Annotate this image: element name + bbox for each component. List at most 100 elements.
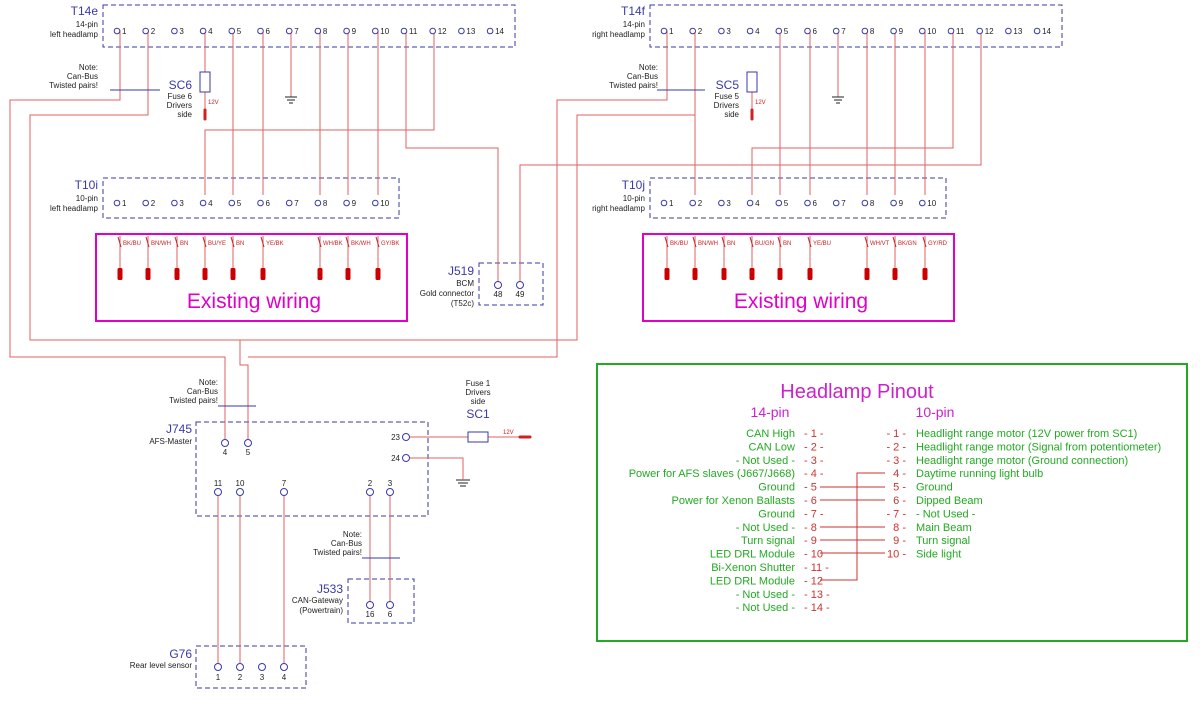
t14f-pin-11 bbox=[947, 27, 955, 35]
existing-wiring-box-left bbox=[95, 233, 408, 322]
t14e-pin-label: 3 bbox=[179, 27, 184, 36]
right-wire-terminal bbox=[807, 268, 813, 280]
pinout-14-num: - 14 - bbox=[804, 602, 830, 614]
t10j-pin-3 bbox=[718, 199, 725, 207]
pinout-14-label: Power for AFS slaves (J667/J668) bbox=[629, 468, 795, 480]
t10i-pin-2 bbox=[142, 199, 149, 207]
j745-pin-label: 3 bbox=[388, 479, 393, 488]
t14e-pin-7 bbox=[285, 27, 293, 35]
t10j-pin-label: 4 bbox=[755, 199, 760, 208]
note-right-1: Note: bbox=[639, 63, 658, 72]
t14e-line2: left headlamp bbox=[50, 30, 99, 39]
t10i-pin-label: 6 bbox=[266, 199, 271, 208]
t10j-pin-10 bbox=[919, 199, 926, 207]
t10i-pin-4 bbox=[199, 199, 207, 207]
t14f-code: T14f bbox=[621, 4, 646, 18]
pinout-col10-heading: 10-pin bbox=[916, 404, 955, 420]
existing-wiring-left-label: Existing wiring bbox=[187, 290, 321, 313]
pinout-10-label: Ground bbox=[916, 482, 953, 494]
t10j-pin-label: 1 bbox=[669, 199, 674, 208]
t10j-pin-4 bbox=[746, 199, 754, 207]
j745-pin-label: 10 bbox=[236, 479, 245, 488]
left-wire-color: GY/BK bbox=[381, 241, 399, 247]
sc1-line3: side bbox=[471, 397, 486, 406]
left-wire-color: BK/WH bbox=[351, 241, 371, 247]
right-wire-color: BN bbox=[727, 241, 735, 247]
right-wire-color: BU/GN bbox=[755, 241, 774, 247]
pinout-10-label: Dipped Beam bbox=[916, 495, 983, 507]
j519-box bbox=[478, 262, 544, 306]
pinout-10-label: - Not Used - bbox=[916, 508, 976, 520]
pinout-10-num: 10 - bbox=[887, 549, 906, 561]
pinout-14-label: Ground bbox=[758, 482, 795, 494]
t14e-pin-label: 6 bbox=[266, 27, 271, 36]
t14e-pin-label: 5 bbox=[237, 27, 242, 36]
t14e-pin-2 bbox=[142, 27, 149, 35]
left-wire-tick bbox=[375, 236, 380, 248]
sc6-fuse-symbol bbox=[199, 71, 211, 93]
left-wire-tick bbox=[174, 236, 179, 248]
t10i-pin-label: 7 bbox=[294, 199, 299, 208]
t10i-pin-5 bbox=[228, 199, 236, 207]
pinout-10-num: 9 - bbox=[893, 535, 906, 547]
j745-box bbox=[195, 421, 429, 517]
right-wire-color: GY/RD bbox=[928, 241, 948, 247]
t10j-line2: right headlamp bbox=[592, 204, 645, 213]
j533-box bbox=[347, 578, 415, 624]
sc1-line1: Fuse 1 bbox=[466, 379, 491, 388]
t14e-pin-label: 4 bbox=[208, 27, 213, 36]
pinout-title: Headlamp Pinout bbox=[780, 381, 934, 403]
t10j-pin-5 bbox=[775, 199, 783, 207]
right-wire-color: WH/VT bbox=[870, 241, 890, 247]
pinout-14-label: LED DRL Module bbox=[710, 575, 795, 587]
pinout-14-num: - 8 bbox=[804, 522, 817, 534]
j745-pin-label: 23 bbox=[391, 433, 400, 442]
t14f-pin-7 bbox=[832, 27, 840, 35]
j519-pin-48 bbox=[494, 281, 502, 289]
right-wire-terminal bbox=[692, 268, 698, 280]
t14f-pin-8 bbox=[861, 27, 869, 35]
t10j-line1: 10-pin bbox=[623, 194, 645, 203]
sc5-fuse-symbol bbox=[746, 71, 758, 93]
sc1-fuse-symbol bbox=[467, 431, 489, 443]
note-j745-1: Note: bbox=[199, 378, 218, 387]
t10i-pin-label: 3 bbox=[179, 199, 184, 208]
sc6-line1: Fuse 6 bbox=[168, 92, 193, 101]
t14e-pin-label: 7 bbox=[294, 27, 299, 36]
j745-pin-23 bbox=[402, 433, 410, 441]
j745-pin-10 bbox=[236, 488, 244, 496]
right-wire-tick bbox=[892, 236, 897, 248]
t10i-line1: 10-pin bbox=[76, 194, 98, 203]
right-wire-terminal bbox=[721, 268, 727, 280]
right-wire-color: BK/BU bbox=[670, 241, 688, 247]
sc6-line3: side bbox=[177, 110, 192, 119]
pinout-box bbox=[596, 363, 1188, 642]
right-wire-color: YE/BU bbox=[813, 241, 831, 247]
t10i-pin-6 bbox=[257, 199, 264, 207]
t14e-pin-3 bbox=[171, 27, 178, 35]
t10j-pin-label: 8 bbox=[870, 199, 875, 208]
t14f-pin-9 bbox=[890, 27, 897, 35]
j533-line2: (Powertrain) bbox=[299, 606, 343, 615]
note-j745-2: Can-Bus bbox=[187, 387, 218, 396]
t14e-pin-label: 1 bbox=[122, 27, 127, 36]
t10i-pin-label: 2 bbox=[151, 199, 156, 208]
t14e-pin-label: 10 bbox=[380, 27, 389, 36]
existing-wiring-box-right bbox=[642, 233, 955, 322]
right-wire-terminal bbox=[922, 268, 928, 280]
right-wire-terminal bbox=[892, 268, 898, 280]
t14e-pin-13 bbox=[458, 27, 465, 35]
pinout-14-num: - 7 - bbox=[804, 508, 824, 520]
right-wire-tick bbox=[721, 236, 726, 248]
right-wire-color: BN/WH bbox=[698, 241, 718, 247]
pinout-10-label: Side light bbox=[916, 549, 961, 561]
t14e-pin-11 bbox=[400, 27, 408, 35]
left-wire-tick bbox=[117, 236, 122, 248]
pinout-10-label: Headlight range motor (12V power from SC… bbox=[916, 428, 1137, 440]
t14f-pin-14 bbox=[1033, 27, 1041, 35]
t14f-pin-label: 1 bbox=[669, 27, 674, 36]
t14f-pin-label: 9 bbox=[899, 27, 904, 36]
t14e-pin-10 bbox=[372, 27, 379, 35]
pinout-10-label: Daytime running light bulb bbox=[916, 468, 1043, 480]
t10j-pin-label: 6 bbox=[813, 199, 818, 208]
